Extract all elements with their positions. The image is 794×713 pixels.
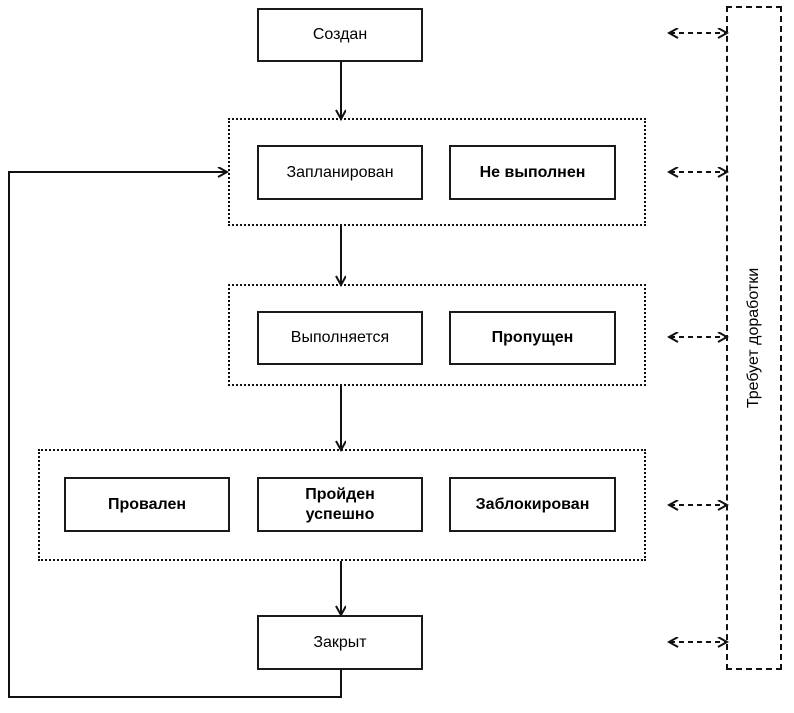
rework-panel[interactable] bbox=[726, 6, 782, 670]
state-box-created[interactable]: Создан bbox=[257, 8, 423, 62]
state-box-failed[interactable]: Провален bbox=[64, 477, 230, 532]
state-box-closed[interactable]: Закрыт bbox=[257, 615, 423, 670]
group-in-progress bbox=[228, 284, 646, 386]
group-results bbox=[38, 449, 646, 561]
state-box-passed[interactable]: Пройден успешно bbox=[257, 477, 423, 532]
state-box-not-executed[interactable]: Не выполнен bbox=[449, 145, 616, 200]
state-box-passed-line2: успешно bbox=[305, 505, 375, 523]
state-box-planned[interactable]: Запланирован bbox=[257, 145, 423, 200]
state-box-in-progress[interactable]: Выполняется bbox=[257, 311, 423, 365]
group-planned bbox=[228, 118, 646, 226]
rework-panel-label: Требует доработки bbox=[745, 267, 762, 409]
state-box-blocked[interactable]: Заблокирован bbox=[449, 477, 616, 532]
state-box-skipped[interactable]: Пропущен bbox=[449, 311, 616, 365]
state-box-passed-line1: Пройден bbox=[305, 485, 375, 503]
